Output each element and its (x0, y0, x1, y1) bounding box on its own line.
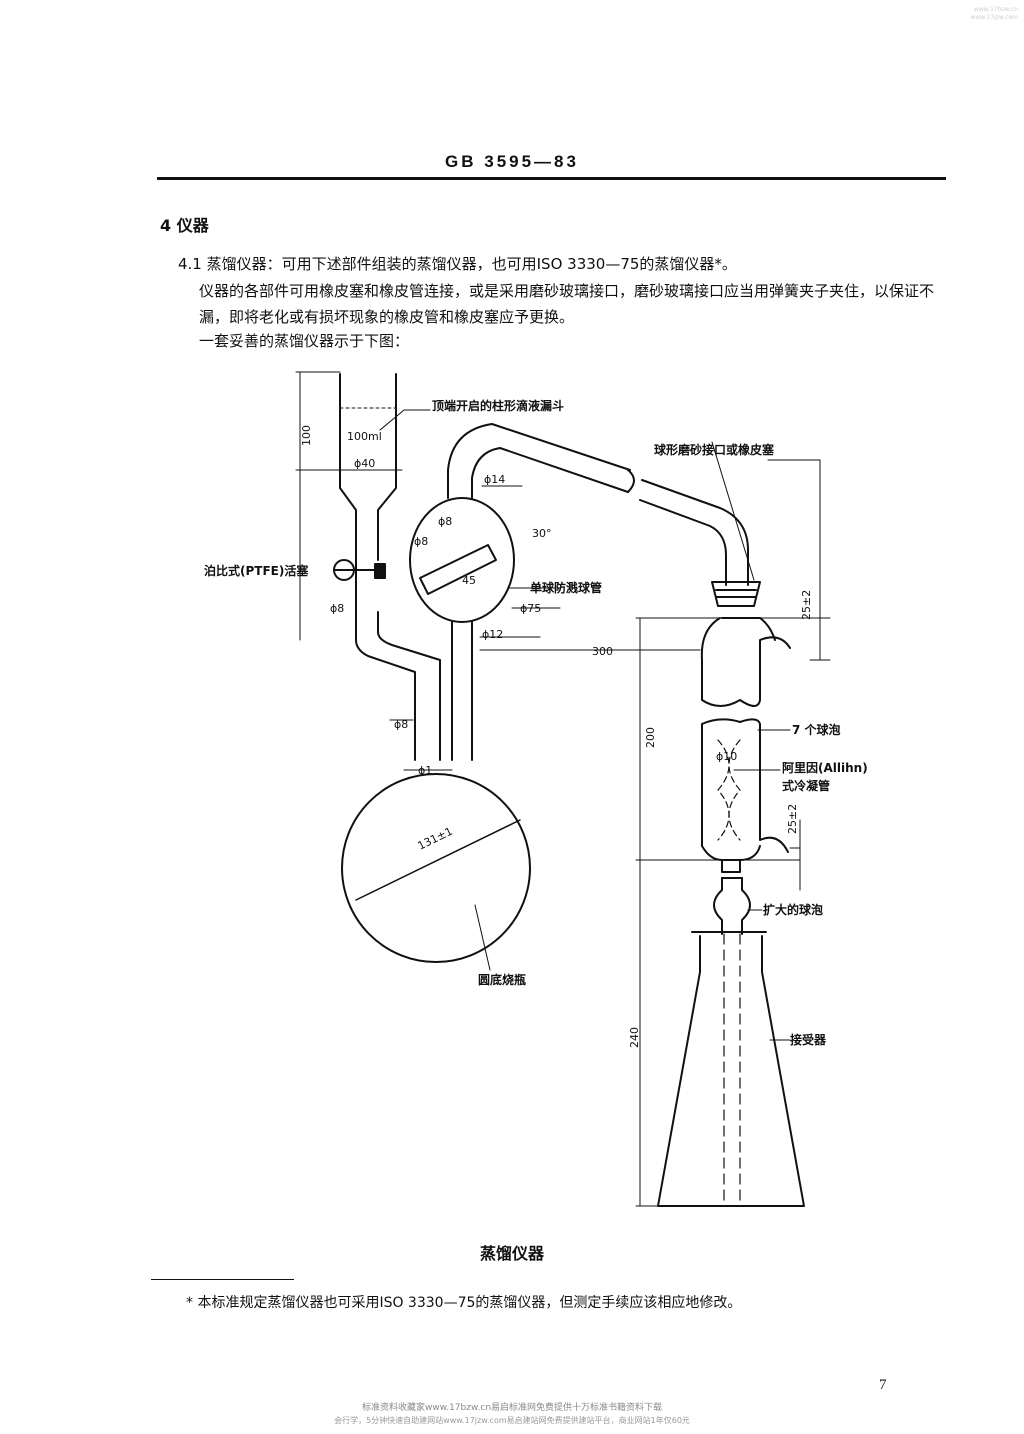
dim-phi10: ϕ10 (716, 750, 737, 763)
footnote: * 本标准规定蒸馏仪器也可采用ISO 3330—75的蒸馏仪器，但测定手续应该相… (186, 1295, 742, 1311)
dim-240: 240 (628, 1027, 641, 1048)
section-title: 4 仪器 (160, 216, 209, 235)
receiver-flask (657, 931, 805, 1207)
dim-phi40: ϕ40 (354, 457, 375, 470)
dim-131: 131±1 (416, 825, 455, 853)
dim-100: 100 (300, 425, 313, 446)
dim-phi1: ϕ1 (418, 764, 432, 777)
dim-300: 300 (592, 645, 613, 658)
paragraph-4-1: 4.1 蒸馏仪器：可用下述部件组装的蒸馏仪器，也可用ISO 3330—75的蒸馏… (178, 255, 737, 273)
label-enlarged-bulb: 扩大的球泡 (763, 902, 823, 917)
footnote-rule (151, 1279, 294, 1280)
dim-100ml: 100ml (347, 430, 382, 443)
dim-phi8-c: ϕ8 (330, 602, 344, 615)
corner-watermark: www.17bzw.cn www.17jzw.com (970, 6, 1018, 21)
allihn-condenser-upper (700, 617, 791, 707)
label-funnel: 顶端开启的柱形滴液漏斗 (432, 398, 564, 413)
ground-joint (711, 581, 761, 607)
watermark-line-2: 会行学，5分钟快速自助建网站www.17jzw.com易启建站网免费提供建站平台… (334, 1416, 690, 1425)
dim-phi14: ϕ14 (484, 473, 505, 486)
dim-phi8-b: ϕ8 (414, 535, 428, 548)
dim-phi75: ϕ75 (520, 602, 541, 615)
allihn-condenser-lower (701, 718, 789, 861)
label-stopcock: 泊比式(PTFE)活塞 (204, 563, 309, 578)
label-flask: 圆底烧瓶 (478, 972, 526, 987)
dim-45: 45 (462, 574, 476, 587)
label-antisplash: 单球防溅球管 (530, 580, 602, 595)
dim-25-b: 25±2 (786, 804, 799, 834)
label-allihn-1: 阿里因(Allihn) (782, 760, 868, 775)
document-header-code: GB 3595—83 (445, 152, 579, 171)
funnel-stem (355, 611, 441, 761)
paragraph-figure-intro: 一套妥善的蒸馏仪器示于下图： (199, 332, 410, 350)
dim-phi8-d: ϕ8 (394, 718, 408, 731)
label-receiver: 接受器 (790, 1032, 827, 1047)
label-allihn-2: 式冷凝管 (782, 778, 830, 793)
dropping-funnel (339, 373, 397, 641)
round-bottom-flask (341, 773, 531, 963)
anti-splash-bulb (409, 497, 515, 623)
label-bulbs: 7 个球泡 (792, 722, 841, 737)
paragraph-connection: 仪器的各部件可用橡皮塞和橡皮管连接，或是采用磨砂玻璃接口，磨砂玻璃接口应当用弹簧… (199, 282, 935, 326)
figure-caption: 蒸馏仪器 (479, 1244, 544, 1263)
dim-200: 200 (644, 727, 657, 748)
watermark-line-1: 标准资料收藏家www.17bzw.cn易启标准网免费提供十万标准书籍资料下载 (361, 1403, 663, 1413)
enlarged-bulb (713, 877, 751, 935)
dim-30deg: 30° (532, 527, 552, 540)
dim-phi12: ϕ12 (482, 628, 503, 641)
page-number: 7 (879, 1377, 887, 1393)
label-joint: 球形磨砂接口或橡皮塞 (654, 442, 775, 457)
header-rule (157, 177, 946, 180)
dim-phi8-a: ϕ8 (438, 515, 452, 528)
dim-25-a: 25±2 (800, 590, 813, 620)
